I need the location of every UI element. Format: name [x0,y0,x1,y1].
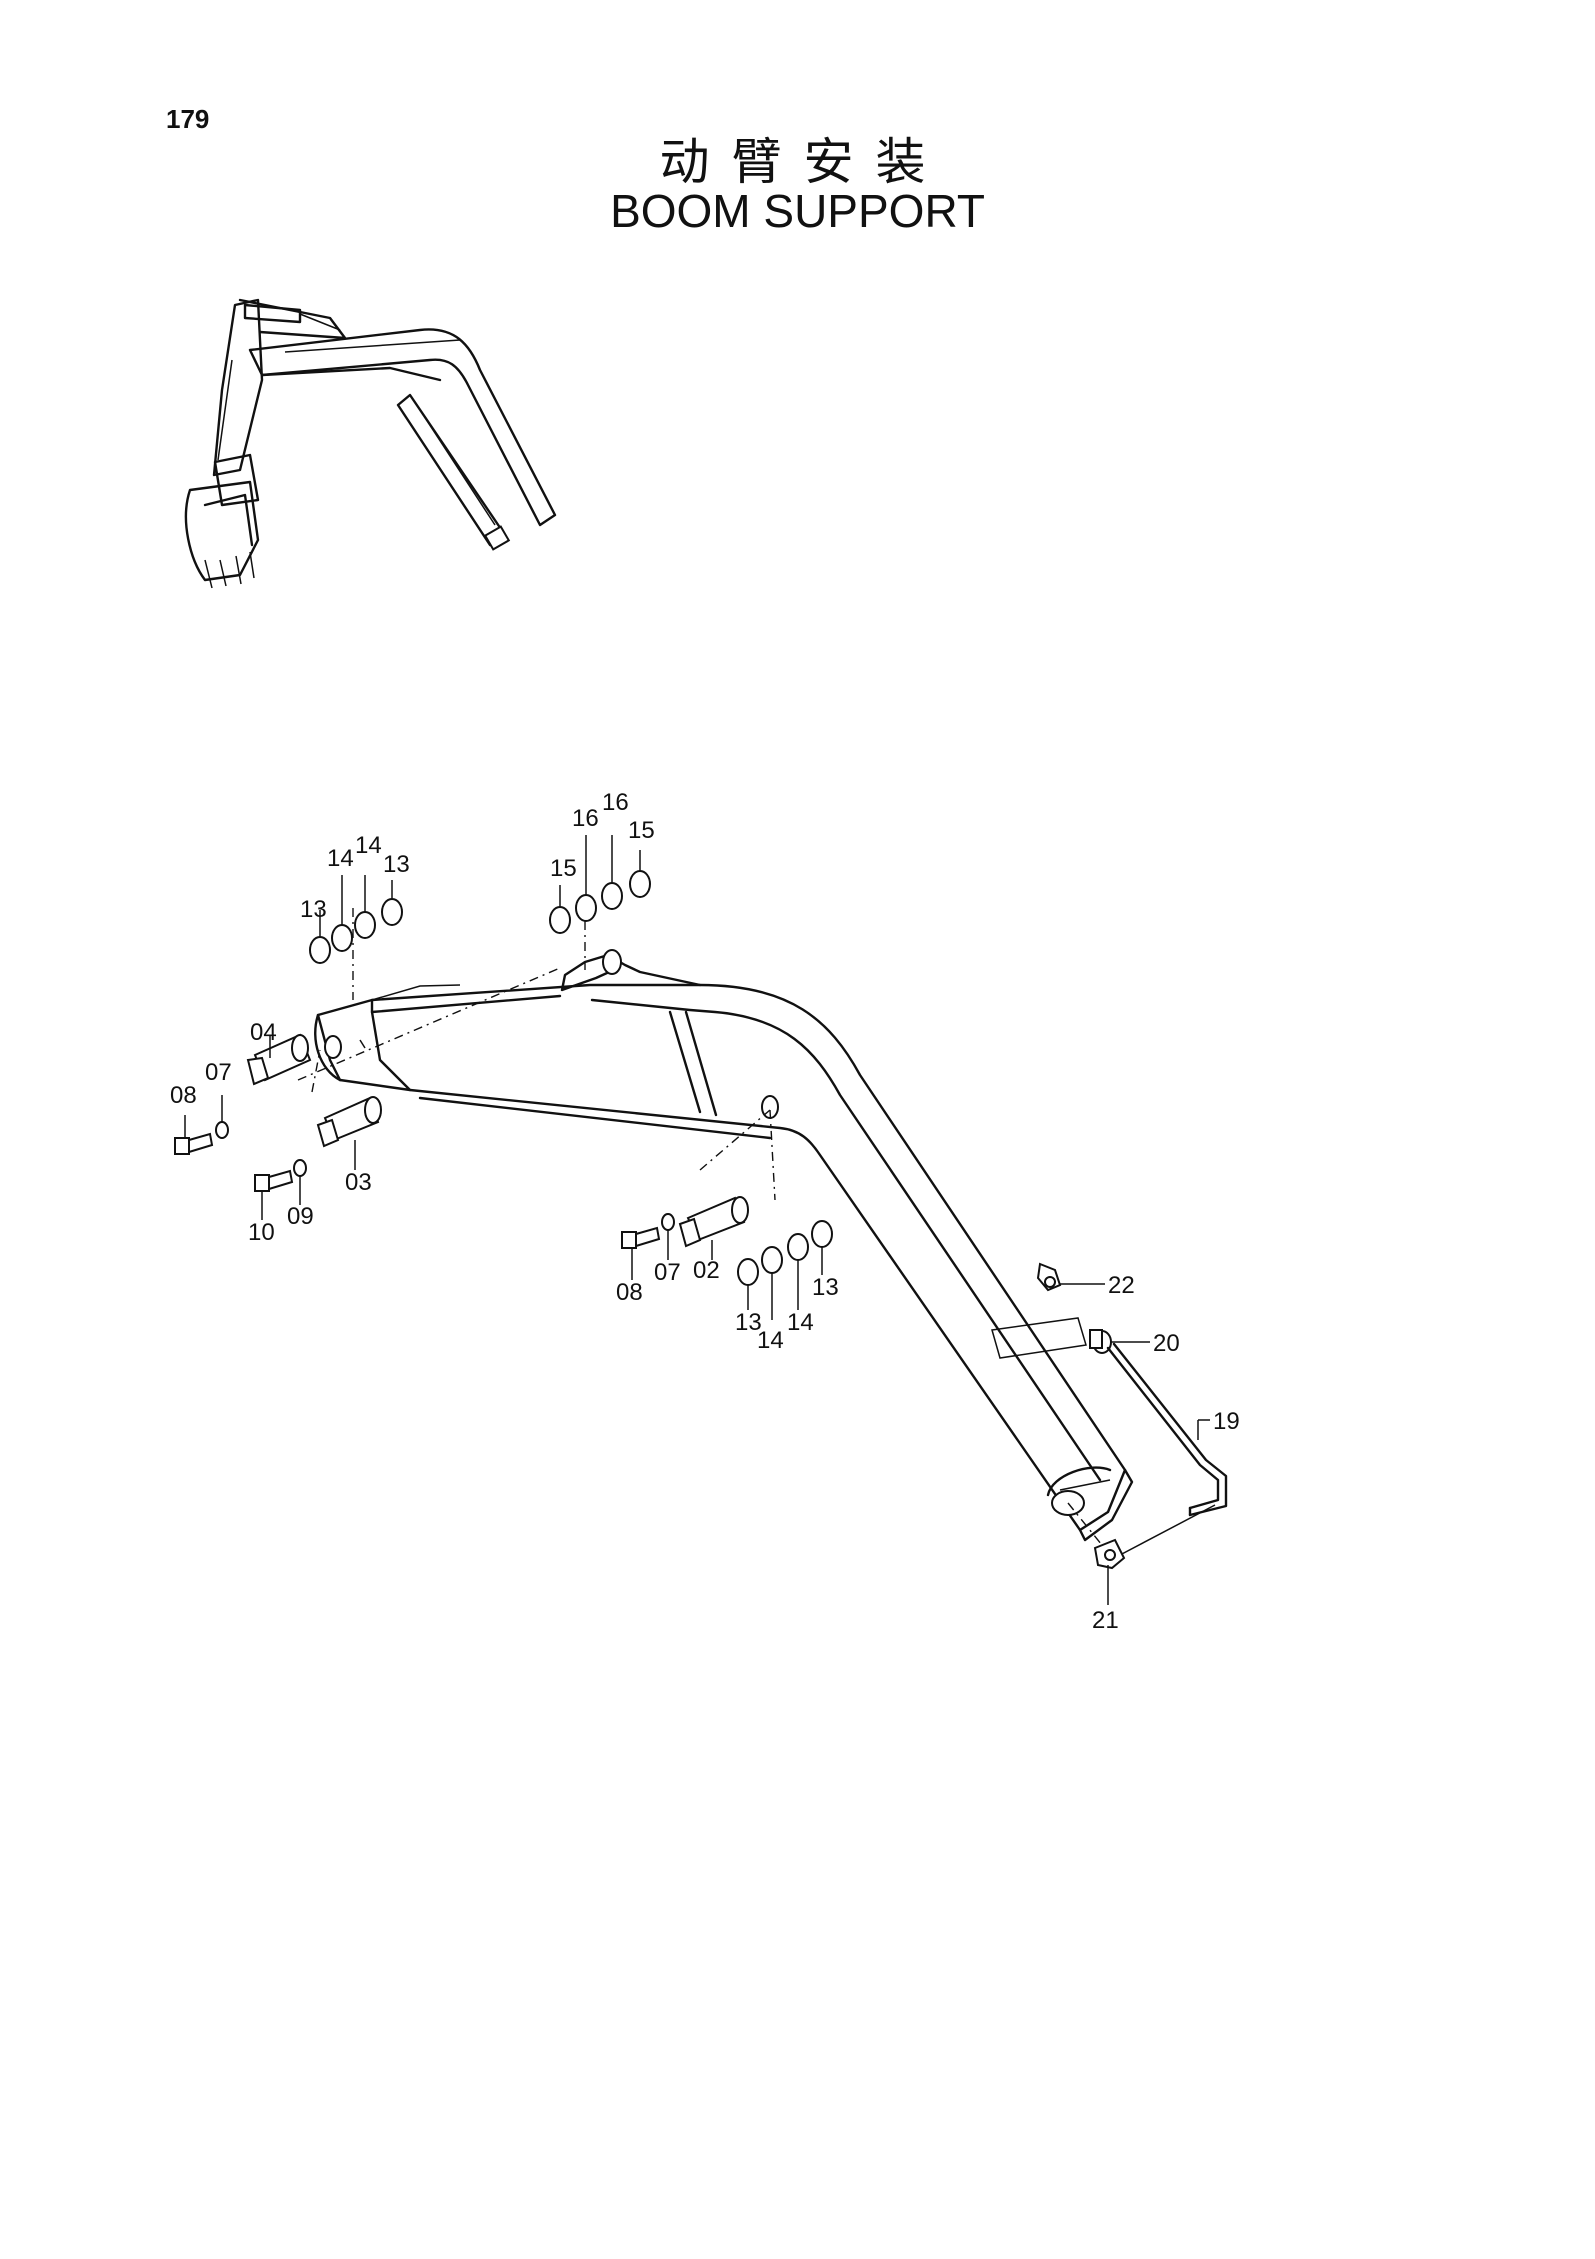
callout-03: 03 [345,1169,372,1196]
grease-fitting-22 [1036,1262,1062,1292]
callout-07: 07 [205,1059,232,1086]
callout-04: 04 [250,1019,277,1046]
elbow-20 [1089,1329,1112,1354]
callout-13: 13 [300,896,327,923]
shim-rings-top [549,870,651,934]
bolt-08-left [174,1132,214,1155]
callout-08: 08 [616,1279,643,1306]
title-chinese: 动臂安装 [659,133,948,191]
assembly-centerlines [297,900,1111,1556]
title-english: BOOM SUPPORT [610,185,985,237]
overview-bucket [184,453,260,589]
callout-20: 20 [1153,1330,1180,1357]
callout-21: 21 [1092,1607,1119,1634]
pin-03 [316,1096,382,1148]
callout-14: 14 [355,832,382,859]
callout-16: 16 [602,789,629,816]
callout-19: 19 [1213,1408,1240,1435]
overview-arm-cylinder [243,303,341,331]
callout-13: 13 [812,1274,839,1301]
lock-washers [215,1121,675,1231]
callout-02: 02 [693,1257,720,1284]
callout-08: 08 [170,1082,197,1109]
callout-07: 07 [654,1259,681,1286]
callout-labels: 13 14 14 13 15 16 16 15 04 07 08 03 10 0… [170,789,1240,1634]
leader-lines [184,835,1210,1605]
pin-04 [246,1033,312,1086]
callout-13: 13 [735,1309,762,1336]
callout-13: 13 [383,851,410,878]
bolt-10 [254,1169,294,1192]
page-number: 179 [166,104,210,134]
bolt-08-right [621,1226,661,1249]
callout-15: 15 [550,855,577,882]
callout-10: 10 [248,1219,275,1246]
pipe-19 [1106,1342,1228,1556]
callout-09: 09 [287,1203,314,1230]
boom-body [314,949,1134,1542]
elbow-21 [1093,1538,1126,1570]
shim-rings-left [309,898,403,964]
callout-14: 14 [327,845,354,872]
callout-22: 22 [1108,1272,1135,1299]
callout-14: 14 [787,1309,814,1336]
overview-boom [248,328,557,527]
shim-rings-right [737,1220,833,1286]
pin-02 [678,1196,749,1248]
callout-14: 14 [757,1327,784,1354]
callout-15: 15 [628,817,655,844]
callout-16: 16 [572,805,599,832]
overview-boom-cylinder [396,393,511,551]
